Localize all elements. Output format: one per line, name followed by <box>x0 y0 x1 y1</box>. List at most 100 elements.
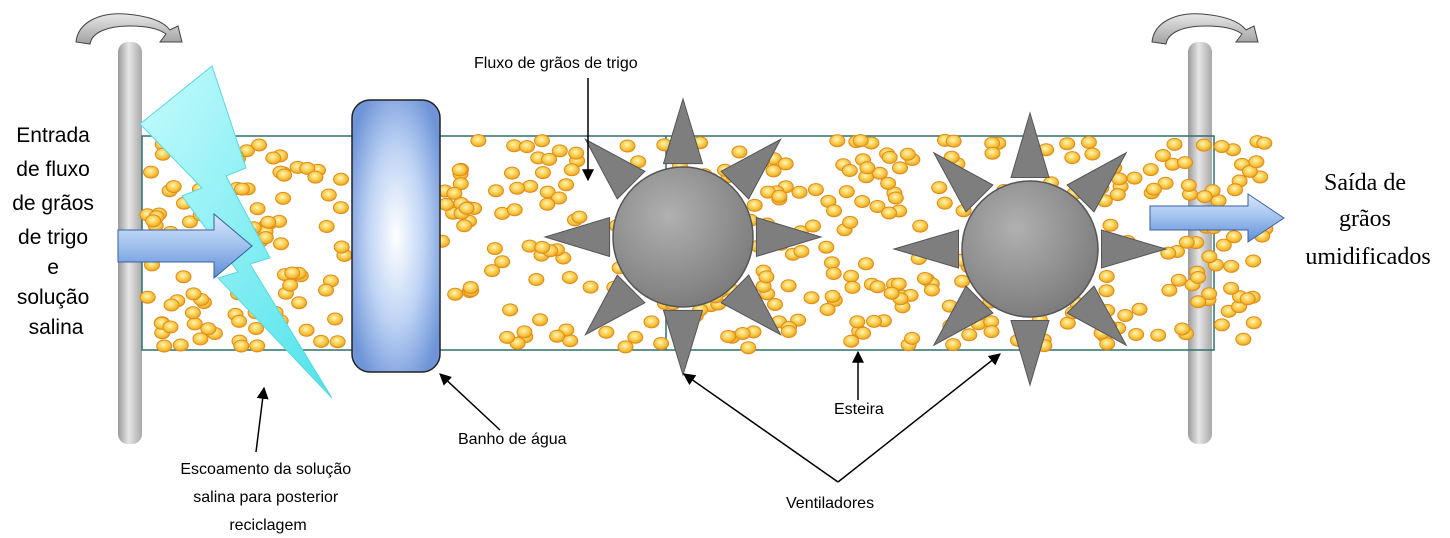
grain <box>519 140 535 154</box>
grain <box>1109 188 1126 202</box>
inlet-arrow-icon <box>117 212 253 280</box>
grain <box>866 314 882 328</box>
grain <box>780 279 797 293</box>
grain <box>931 181 948 195</box>
grain <box>841 164 858 177</box>
grain <box>1223 259 1240 273</box>
grain <box>1154 149 1171 162</box>
grain <box>282 278 299 292</box>
grain <box>720 330 737 343</box>
grain <box>1190 295 1207 309</box>
grain <box>945 134 962 148</box>
fans-label: Ventiladores <box>786 495 874 512</box>
grain <box>275 191 292 205</box>
pointer-water-bath <box>439 373 501 431</box>
grain <box>855 326 872 340</box>
grain <box>1239 292 1256 306</box>
grain <box>451 163 468 177</box>
grain <box>823 256 840 270</box>
grain <box>582 280 599 294</box>
grain <box>1128 328 1145 341</box>
inlet-line-2: de fluxo <box>16 158 90 181</box>
wheat-grains <box>139 133 1274 355</box>
fan-blade <box>755 216 823 258</box>
fan-blade <box>584 138 646 200</box>
grain <box>327 312 344 326</box>
pointer-fan-1 <box>683 373 839 483</box>
grain <box>807 183 824 197</box>
grain <box>163 298 180 312</box>
grain <box>249 339 266 353</box>
fan-blade <box>1010 320 1050 387</box>
grain <box>184 306 201 320</box>
grain <box>1215 238 1232 252</box>
grain <box>276 168 293 182</box>
grain <box>1213 140 1230 153</box>
inlet-line-6: solução <box>17 286 89 309</box>
grain <box>181 215 198 229</box>
grain <box>805 219 821 233</box>
grain <box>571 210 588 224</box>
grain <box>143 165 159 179</box>
grain <box>734 327 751 340</box>
grain <box>777 157 794 171</box>
grain <box>516 325 533 339</box>
grain <box>251 138 268 152</box>
belt-label: Esteira <box>834 401 884 418</box>
outlet-arrow-icon <box>1149 193 1285 243</box>
fan-blade <box>584 274 646 336</box>
grain <box>551 144 568 158</box>
fan-blade <box>892 229 959 269</box>
grain <box>1160 246 1177 260</box>
grain <box>1201 287 1218 301</box>
grain <box>1201 250 1218 264</box>
grain <box>532 313 549 327</box>
grain <box>528 273 545 286</box>
fan-blade <box>662 309 704 377</box>
grain <box>854 195 871 208</box>
grain <box>923 283 940 297</box>
fan-blade <box>1010 111 1050 178</box>
grain <box>758 270 775 284</box>
grain <box>1064 151 1081 165</box>
grain <box>746 198 763 212</box>
grain <box>945 338 962 352</box>
grain <box>1177 156 1193 170</box>
grain <box>1059 137 1076 151</box>
grain <box>765 164 782 178</box>
grain <box>568 146 585 160</box>
grain <box>509 181 526 195</box>
grain <box>1157 176 1174 190</box>
grain <box>731 145 748 159</box>
grain <box>539 197 556 211</box>
grain <box>858 257 874 271</box>
grain <box>1180 178 1197 192</box>
outlet-line-1: Saída de <box>1324 170 1406 196</box>
grain <box>1245 254 1262 268</box>
grain <box>826 204 842 218</box>
grain <box>1196 190 1213 204</box>
grain <box>172 338 189 352</box>
grain <box>488 184 504 198</box>
grain <box>447 287 464 301</box>
fan-blade <box>1101 229 1168 269</box>
grain <box>1223 281 1240 295</box>
grain <box>890 277 907 291</box>
grain <box>936 196 953 210</box>
fan-blade <box>720 274 782 336</box>
grain <box>771 189 788 203</box>
grain <box>504 166 520 180</box>
grain <box>1142 163 1159 177</box>
grain <box>899 147 916 161</box>
grain <box>961 328 978 342</box>
grain <box>1227 183 1244 197</box>
fan-1 <box>543 97 823 377</box>
outlet-line-3: umidificados <box>1305 244 1430 270</box>
grain <box>165 180 182 194</box>
drainage-line-1: Escoamento da solução <box>180 461 351 478</box>
grain <box>494 255 511 269</box>
grain <box>617 340 634 354</box>
grain <box>767 298 783 311</box>
grain <box>185 287 202 301</box>
